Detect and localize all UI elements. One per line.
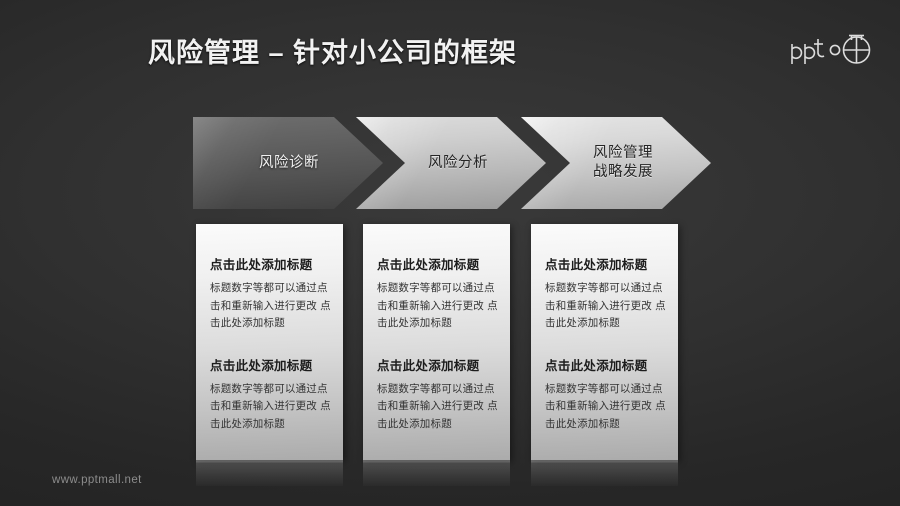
content-block-title: 点击此处添加标题 <box>377 258 480 272</box>
slide-title: 风险管理 – 针对小公司的框架 <box>148 38 518 68</box>
content-panel-1[interactable]: 点击此处添加标题 标题数字等都可以通过点击和重新输入进行更改 点击此处添加标题 … <box>196 224 343 486</box>
pptmall-logo[interactable] <box>788 30 880 68</box>
content-block: 点击此处添加标题 标题数字等都可以通过点击和重新输入进行更改 点击此处添加标题 <box>377 355 500 434</box>
content-block-text: 标题数字等都可以通过点击和重新输入进行更改 点击此处添加标题 <box>210 382 331 430</box>
content-block: 点击此处添加标题 标题数字等都可以通过点击和重新输入进行更改 点击此处添加标题 <box>377 254 500 333</box>
content-panel-3-body: 点击此处添加标题 标题数字等都可以通过点击和重新输入进行更改 点击此处添加标题 … <box>531 224 678 460</box>
content-block-title: 点击此处添加标题 <box>210 358 313 373</box>
content-block: 点击此处添加标题 标题数字等都可以通过点击和重新输入进行更改 点击此处添加标题 <box>545 355 668 434</box>
content-block: 点击此处添加标题 标题数字等都可以通过点击和重新输入进行更改 点击此处添加标题 <box>210 355 333 434</box>
process-step-2-label: 风险分析 <box>428 154 488 171</box>
content-block: 点击此处添加标题 标题数字等都可以通过点击和重新输入进行更改 点击此处添加标题 <box>545 254 668 333</box>
panel-reflection <box>196 460 343 486</box>
content-panel-3[interactable]: 点击此处添加标题 标题数字等都可以通过点击和重新输入进行更改 点击此处添加标题 … <box>531 224 678 486</box>
content-block-title: 点击此处添加标题 <box>545 258 648 272</box>
content-panel-1-body: 点击此处添加标题 标题数字等都可以通过点击和重新输入进行更改 点击此处添加标题 … <box>196 224 343 460</box>
process-step-2[interactable]: 风险分析 <box>356 117 546 209</box>
content-block-text: 标题数字等都可以通过点击和重新输入进行更改 点击此处添加标题 <box>545 282 666 329</box>
content-panel-row: 点击此处添加标题 标题数字等都可以通过点击和重新输入进行更改 点击此处添加标题 … <box>196 224 680 486</box>
content-panel-2-body: 点击此处添加标题 标题数字等都可以通过点击和重新输入进行更改 点击此处添加标题 … <box>363 224 510 460</box>
content-block-title: 点击此处添加标题 <box>377 358 480 373</box>
content-block-title: 点击此处添加标题 <box>210 258 313 272</box>
watermark: www.pptmall.net <box>52 474 142 486</box>
content-block-text: 标题数字等都可以通过点击和重新输入进行更改 点击此处添加标题 <box>377 282 498 329</box>
process-step-3[interactable]: 风险管理 战略发展 <box>521 117 711 209</box>
panel-reflection <box>363 460 510 486</box>
panel-reflection <box>531 460 678 486</box>
process-arrow-row: 风险诊断 风险分析 风险管理 战略发展 <box>193 117 713 209</box>
content-block-text: 标题数字等都可以通过点击和重新输入进行更改 点击此处添加标题 <box>545 382 666 430</box>
process-step-3-label: 风险管理 战略发展 <box>593 145 653 180</box>
content-block-text: 标题数字等都可以通过点击和重新输入进行更改 点击此处添加标题 <box>210 282 331 329</box>
process-step-1-label: 风险诊断 <box>259 154 319 171</box>
content-block: 点击此处添加标题 标题数字等都可以通过点击和重新输入进行更改 点击此处添加标题 <box>210 254 333 333</box>
content-block-text: 标题数字等都可以通过点击和重新输入进行更改 点击此处添加标题 <box>377 382 498 430</box>
process-step-1[interactable]: 风险诊断 <box>193 117 383 209</box>
content-block-title: 点击此处添加标题 <box>545 358 648 373</box>
content-panel-2[interactable]: 点击此处添加标题 标题数字等都可以通过点击和重新输入进行更改 点击此处添加标题 … <box>363 224 510 486</box>
